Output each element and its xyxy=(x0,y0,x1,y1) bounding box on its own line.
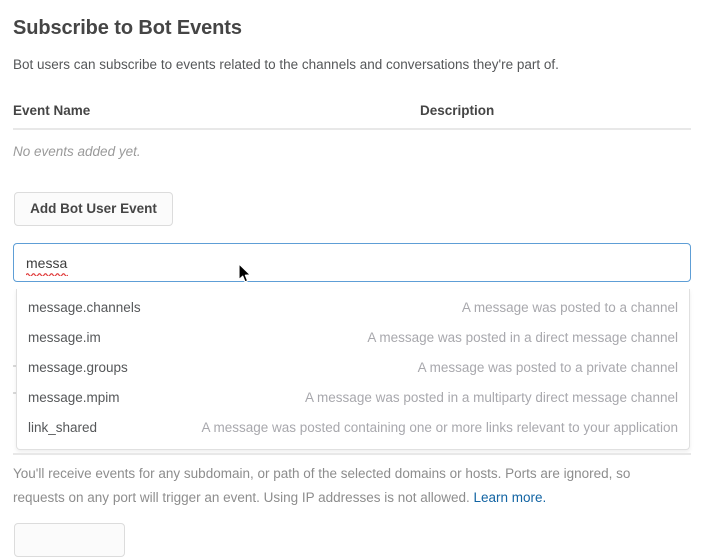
events-table-divider xyxy=(13,128,691,130)
dropdown-option-link-shared[interactable]: link_shared A message was posted contain… xyxy=(17,412,689,442)
option-event-description: A message was posted containing one or m… xyxy=(201,419,678,435)
option-event-description: A message was posted in a multiparty dir… xyxy=(305,389,678,405)
events-table-empty-message: No events added yet. xyxy=(13,144,141,159)
option-event-name: link_shared xyxy=(28,419,98,435)
dropdown-option-message-mpim[interactable]: message.mpim A message was posted in a m… xyxy=(17,382,689,412)
option-event-description: A message was posted to a private channe… xyxy=(417,359,678,375)
option-event-description: A message was posted in a direct message… xyxy=(367,329,678,345)
option-event-name: message.groups xyxy=(28,359,128,375)
page-subtitle: Bot users can subscribe to events relate… xyxy=(13,57,559,72)
dropdown-option-message-im[interactable]: message.im A message was posted in a dir… xyxy=(17,322,689,352)
column-header-event-name: Event Name xyxy=(13,103,91,118)
option-event-name: message.channels xyxy=(28,299,141,315)
bottom-partial-button[interactable] xyxy=(14,523,125,557)
section-divider xyxy=(13,453,691,455)
domains-helper-text: You'll receive events for any subdomain,… xyxy=(13,462,685,510)
option-event-name: message.mpim xyxy=(28,389,120,405)
event-search-input[interactable] xyxy=(13,243,691,282)
helper-text-body: You'll receive events for any subdomain,… xyxy=(13,466,631,505)
option-event-name: message.im xyxy=(28,329,101,345)
page-title: Subscribe to Bot Events xyxy=(13,17,242,39)
add-bot-user-event-button[interactable]: Add Bot User Event xyxy=(14,192,173,226)
option-event-description: A message was posted to a channel xyxy=(461,299,678,315)
event-suggestions-dropdown[interactable]: message.channels A message was posted to… xyxy=(16,289,690,450)
events-table-header-row: Event Name Description xyxy=(13,103,691,128)
dropdown-option-message-groups[interactable]: message.groups A message was posted to a… xyxy=(17,352,689,382)
events-table: Event Name Description xyxy=(13,103,691,128)
learn-more-link[interactable]: Learn more. xyxy=(473,490,547,505)
subscribe-to-bot-events-page: Subscribe to Bot Events Bot users can su… xyxy=(13,17,691,557)
background-artifact xyxy=(13,392,16,394)
dropdown-option-message-channels[interactable]: message.channels A message was posted to… xyxy=(17,292,689,322)
background-artifact xyxy=(13,365,16,367)
event-search-combobox[interactable] xyxy=(13,243,691,282)
column-header-description: Description xyxy=(420,103,495,118)
